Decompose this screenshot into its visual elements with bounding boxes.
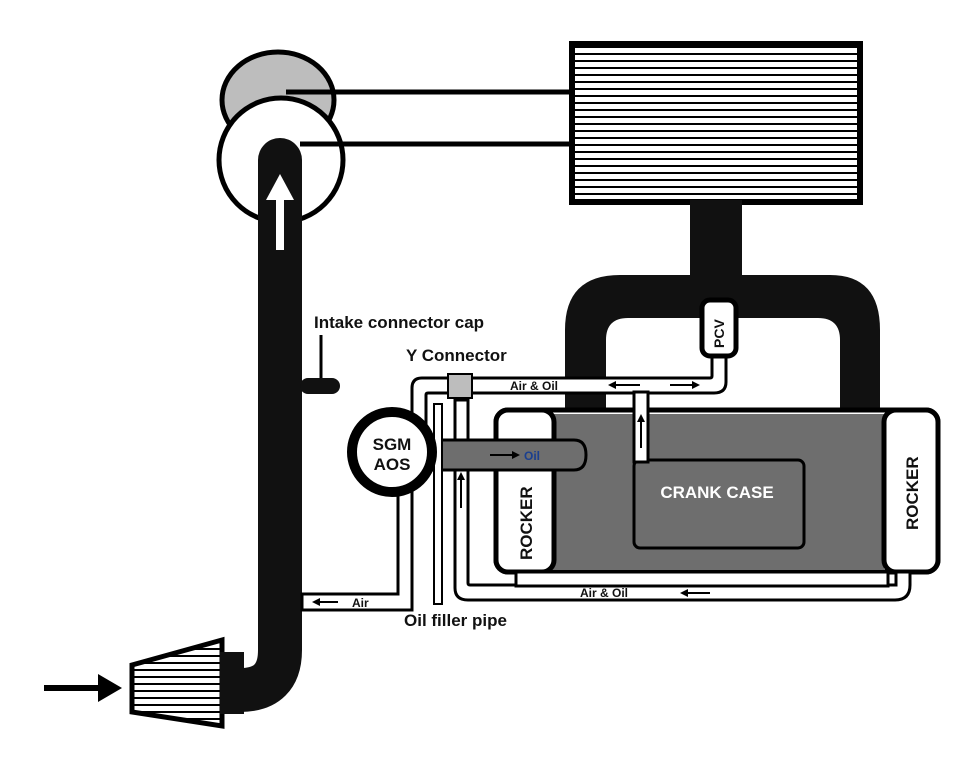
- crank-case-label: CRANK CASE: [660, 483, 773, 502]
- sgm-label: SGM: [373, 435, 412, 454]
- air-oil-bottom-label: Air & Oil: [580, 586, 628, 600]
- y-connector-label: Y Connector: [406, 346, 507, 365]
- charge-pipe: [286, 89, 575, 147]
- arrow-top-left: [608, 381, 640, 389]
- rocker-right-label: ROCKER: [903, 456, 922, 530]
- arrow-bottom-left: [680, 589, 710, 597]
- pcv-valve: [699, 297, 739, 359]
- intake-cap-label: Intake connector cap: [314, 313, 484, 332]
- engine-block: [493, 407, 941, 575]
- air-oil-top-label: Air & Oil: [510, 379, 558, 393]
- y-connector: [447, 373, 473, 399]
- intake-flow-arrow: [266, 174, 294, 250]
- intake-connector-cap: [300, 335, 340, 394]
- arrow-breather-up: [637, 414, 645, 448]
- oil-label: Oil: [524, 449, 540, 463]
- arrow-return-up: [457, 472, 465, 508]
- air-label: Air: [352, 596, 369, 610]
- throttle-pipe: [690, 200, 742, 280]
- arrow-oil-right: [490, 451, 520, 459]
- pcv-label: PCV: [711, 319, 727, 348]
- arrow-air-left: [312, 598, 338, 606]
- sgm-aos: [347, 407, 437, 497]
- intercooler: [569, 41, 863, 205]
- flow-arrows: [312, 381, 710, 606]
- air-filter: [129, 636, 244, 729]
- intake-manifold: [565, 275, 880, 420]
- oil-filler-label: Oil filler pipe: [404, 611, 507, 630]
- aos-label: AOS: [374, 455, 411, 474]
- rocker-left-label: ROCKER: [517, 486, 536, 560]
- inlet-arrow: [44, 674, 122, 702]
- arrow-top-right: [670, 381, 700, 389]
- oil-filler-pipe: [433, 403, 443, 605]
- intake-pipe: [193, 138, 302, 712]
- bottom-air-oil-hose: [453, 398, 912, 602]
